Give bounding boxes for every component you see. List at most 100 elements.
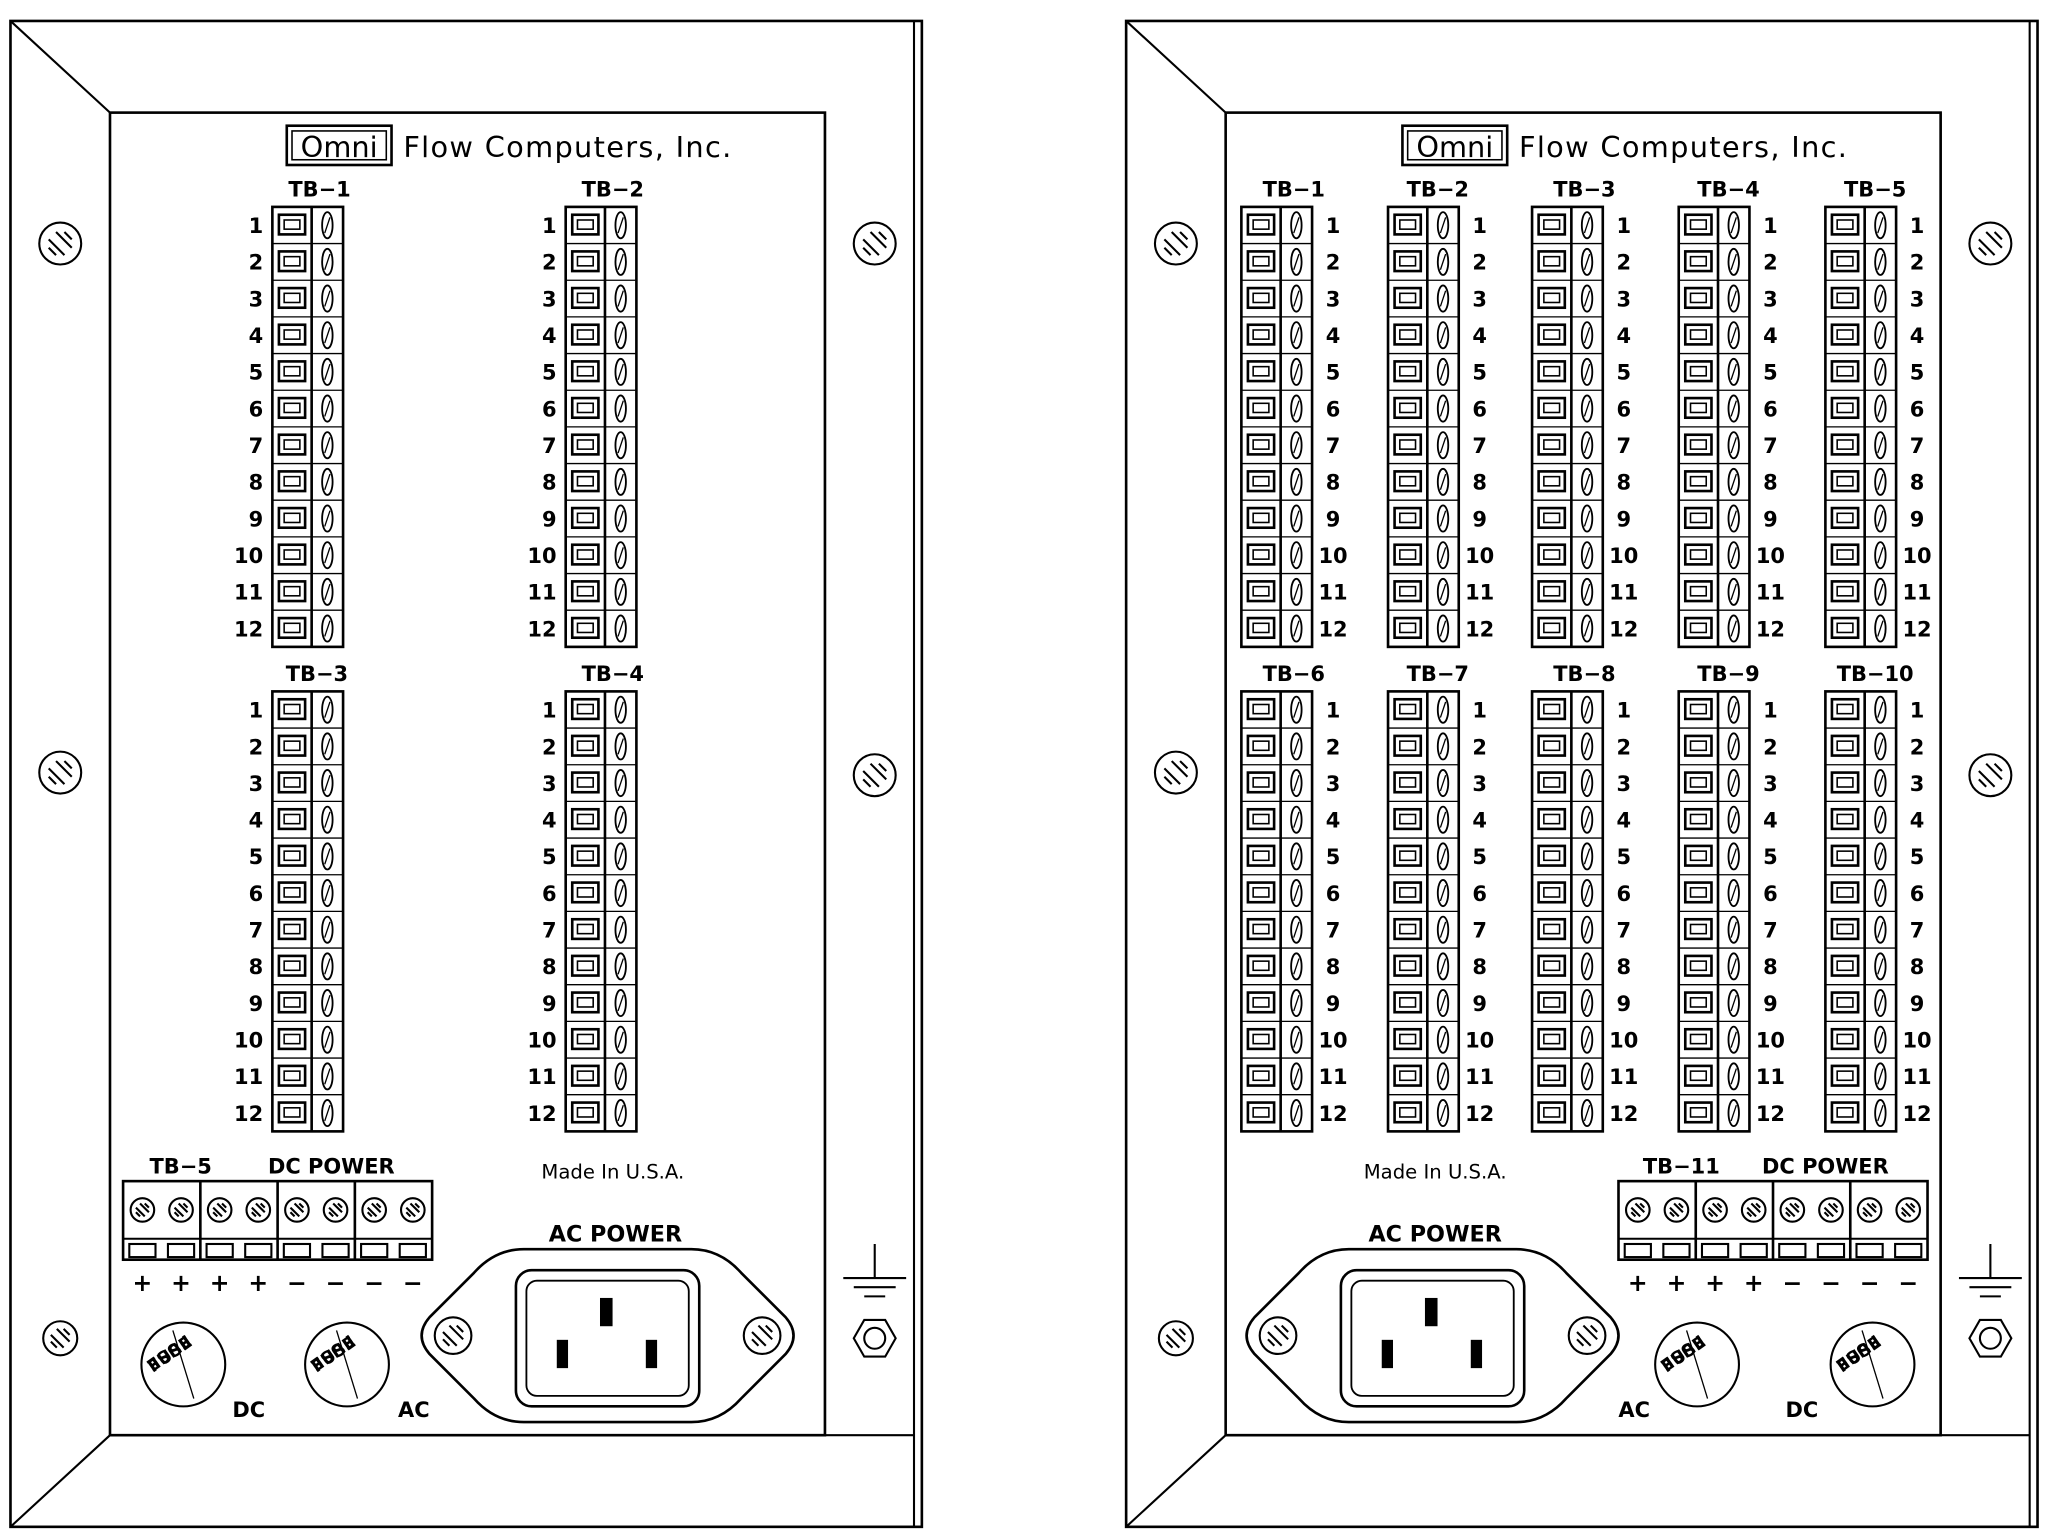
wire-entry-icon xyxy=(277,1027,307,1051)
terminal-number: 10 xyxy=(234,544,263,568)
terminal-number: 12 xyxy=(1902,1102,1931,1126)
clamp-screw-icon xyxy=(1727,614,1740,643)
power-wire-entry-icon xyxy=(1855,1242,1884,1259)
clamp-screw-icon xyxy=(1727,695,1740,724)
wire-entry-icon xyxy=(1537,506,1567,530)
terminal-number: 8 xyxy=(1472,955,1487,979)
terminal-number: 4 xyxy=(542,809,557,833)
terminal-number: 8 xyxy=(1472,471,1487,495)
polarity-mark: − xyxy=(1821,1269,1841,1297)
wire-entry-icon xyxy=(1683,213,1713,236)
terminal-number: 8 xyxy=(1616,955,1631,979)
mounting-screw-icon xyxy=(1153,750,1198,795)
clamp-screw-icon xyxy=(1436,541,1450,570)
clamp-screw-icon xyxy=(1874,879,1887,908)
terminal-number: 3 xyxy=(1326,772,1341,796)
terminal-number: 1 xyxy=(1763,699,1778,723)
wire-entry-icon xyxy=(277,543,307,566)
wire-entry-icon xyxy=(570,991,600,1014)
terminal-number: 4 xyxy=(1326,809,1341,833)
wire-entry-icon xyxy=(1683,917,1713,941)
wire-entry-icon xyxy=(1537,323,1567,346)
clamp-screw-icon xyxy=(1727,577,1740,606)
clamp-screw-icon xyxy=(1290,915,1303,944)
inlet-flange xyxy=(1245,1247,1620,1424)
terminal-number: 5 xyxy=(1616,845,1631,869)
wire-entry-icon xyxy=(1393,506,1423,530)
clamp-screw-icon xyxy=(1580,504,1594,533)
clamp-screw-icon xyxy=(614,1062,627,1091)
terminal-number: 6 xyxy=(1616,882,1631,906)
terminal-number: 6 xyxy=(542,882,557,906)
wire-entry-icon xyxy=(570,360,600,383)
wire-entry-icon xyxy=(1246,1101,1276,1124)
clamp-screw-icon xyxy=(1580,614,1594,643)
terminal-block-label: TB−2 xyxy=(582,177,644,201)
clamp-screw-icon xyxy=(614,769,627,798)
clamp-screw-icon xyxy=(1727,879,1740,908)
terminal-number: 6 xyxy=(1472,397,1487,421)
terminal-number: 9 xyxy=(1763,992,1778,1016)
wire-entry-icon xyxy=(277,360,307,383)
wire-entry-icon xyxy=(1683,396,1713,420)
terminal-number: 4 xyxy=(249,324,264,348)
terminal-number: 7 xyxy=(542,919,557,943)
clamp-screw-icon xyxy=(1290,695,1303,724)
clamp-screw-icon xyxy=(321,1062,334,1091)
clamp-screw-icon xyxy=(1874,732,1887,761)
clamp-screw-icon xyxy=(1580,769,1594,798)
inlet-screw-icon xyxy=(742,1316,782,1356)
terminal-number: 11 xyxy=(1902,581,1931,605)
brand-box xyxy=(1401,124,1509,167)
terminal-number: 12 xyxy=(234,617,263,641)
clamp-screw-icon xyxy=(1290,952,1303,981)
terminal-number: 9 xyxy=(249,992,264,1016)
terminal-number: 9 xyxy=(249,507,264,531)
inlet-flange xyxy=(420,1247,795,1424)
clamp-screw-icon xyxy=(1580,915,1594,944)
wire-entry-icon xyxy=(1246,470,1276,493)
terminal-number: 5 xyxy=(1472,361,1487,385)
terminal-number: 4 xyxy=(1326,324,1341,348)
clamp-screw-icon xyxy=(1436,321,1450,350)
wire-entry-icon xyxy=(1246,697,1276,721)
clamp-screw-icon xyxy=(1580,842,1594,871)
terminal-number: 12 xyxy=(527,1102,556,1126)
terminal-number: 12 xyxy=(1465,1102,1494,1126)
wire-entry-icon xyxy=(1683,286,1713,310)
terminal-number: 12 xyxy=(1318,1102,1347,1126)
terminal-number: 11 xyxy=(1465,1065,1494,1089)
clamp-screw-icon xyxy=(614,284,627,313)
made-in-label: Made In U.S.A. xyxy=(541,1161,684,1184)
terminal-number: 6 xyxy=(1326,397,1341,421)
clamp-screw-icon xyxy=(1874,614,1887,643)
clamp-screw-icon xyxy=(321,394,334,423)
wire-entry-icon xyxy=(1537,807,1567,831)
wire-entry-icon xyxy=(1537,543,1567,566)
terminal-number: 4 xyxy=(1616,324,1631,348)
clamp-screw-icon xyxy=(1290,1099,1303,1128)
wire-entry-icon xyxy=(1537,1064,1567,1087)
clamp-screw-icon xyxy=(1436,732,1450,761)
wire-entry-icon xyxy=(1537,250,1567,273)
terminal-number: 8 xyxy=(249,471,264,495)
clamp-screw-icon xyxy=(1874,695,1887,724)
clamp-screw-icon xyxy=(1580,284,1594,313)
clamp-screw-icon xyxy=(1727,321,1740,350)
terminal-number: 5 xyxy=(1763,845,1778,869)
fuse-dc-label: DC xyxy=(232,1398,265,1422)
clamp-screw-icon xyxy=(1874,952,1887,981)
power-wire-entry-icon xyxy=(166,1242,196,1259)
power-block-label: TB−11 xyxy=(1643,1154,1720,1178)
wire-entry-icon xyxy=(1830,917,1860,941)
wire-entry-icon xyxy=(570,1064,600,1087)
clamp-screw-icon xyxy=(1290,842,1303,871)
terminal-number: 6 xyxy=(249,397,264,421)
clamp-screw-icon xyxy=(1436,805,1450,834)
wire-entry-icon xyxy=(277,734,307,757)
